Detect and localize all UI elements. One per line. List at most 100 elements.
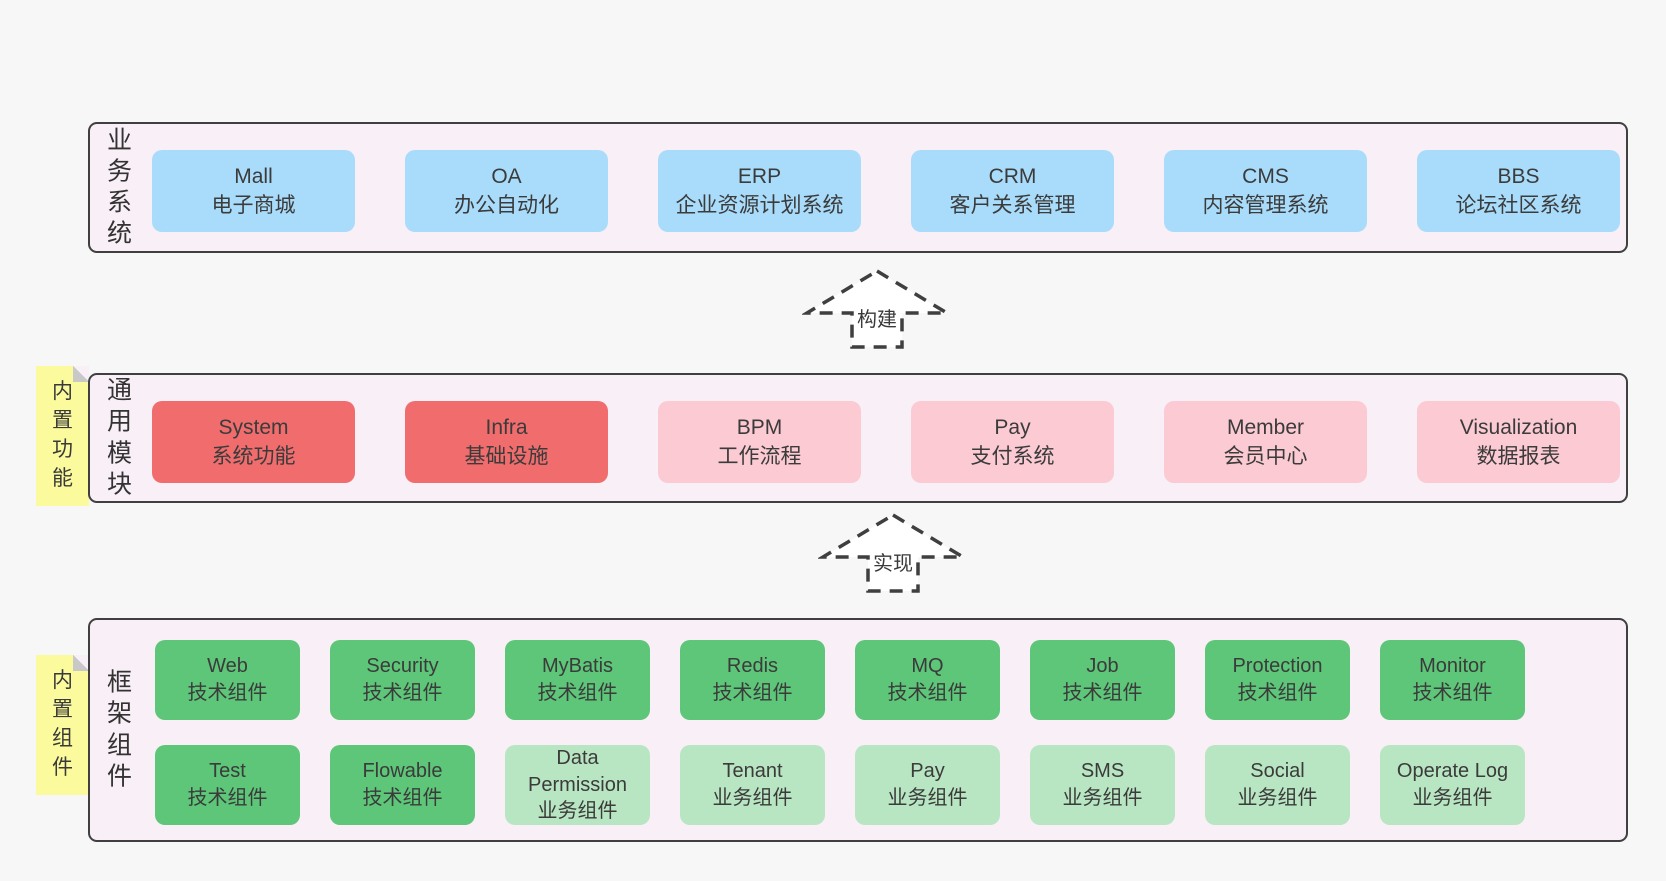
- system-box: BBS 论坛社区系统: [1417, 150, 1620, 232]
- box-title-en: Mall: [234, 164, 273, 188]
- component-box: Operate Log 业务组件: [1380, 745, 1525, 825]
- box-title-zh: 数据报表: [1476, 445, 1561, 468]
- band-framework-components: 框架组件 Web 技术组件 Security 技术组件 MyBatis 技术组件…: [88, 618, 1628, 842]
- box-title-zh: 工作流程: [717, 445, 802, 468]
- box-title-en: System: [218, 415, 289, 439]
- business-boxes: Mall 电子商城 OA 办公自动化 ERP 企业资源计划系统 CRM 客户关系…: [152, 150, 1620, 232]
- module-box: Visualization 数据报表: [1417, 401, 1620, 483]
- component-box: Web 技术组件: [155, 640, 300, 720]
- box-title-en: MyBatis: [541, 655, 614, 678]
- box-title-zh: 技术组件: [187, 787, 268, 809]
- box-title-zh: 技术组件: [537, 682, 618, 704]
- box-title-en: Job: [1086, 655, 1119, 678]
- band-label-framework: 框架组件: [106, 668, 132, 791]
- component-box: Data Permission 业务组件: [505, 745, 650, 825]
- system-box: ERP 企业资源计划系统: [658, 150, 861, 232]
- sticky-note-builtin-components: 内置组件: [36, 655, 89, 795]
- box-title-zh: 会员中心: [1223, 445, 1308, 468]
- box-title-en: Operate Log: [1396, 760, 1509, 783]
- box-title-zh: 支付系统: [970, 445, 1055, 468]
- box-title-en: SMS: [1080, 760, 1125, 783]
- folded-corner-icon: [73, 366, 89, 382]
- box-title-en: Data Permission: [528, 747, 627, 796]
- system-box: Mall 电子商城: [152, 150, 355, 232]
- component-box: Security 技术组件: [330, 640, 475, 720]
- box-title-en: Pay: [910, 760, 945, 783]
- box-title-zh: 业务组件: [1062, 787, 1143, 809]
- component-box: MyBatis 技术组件: [505, 640, 650, 720]
- box-title-zh: 论坛社区系统: [1455, 194, 1582, 217]
- sticky-note-label: 内置功能: [52, 380, 73, 490]
- box-title-en: Test: [209, 760, 246, 783]
- component-box: Protection 技术组件: [1205, 640, 1350, 720]
- box-title-en: Protection: [1232, 655, 1323, 678]
- component-box: Flowable 技术组件: [330, 745, 475, 825]
- module-box: Pay 支付系统: [911, 401, 1114, 483]
- system-box: OA 办公自动化: [405, 150, 608, 232]
- box-title-en: MQ: [911, 655, 944, 678]
- framework-rows: Web 技术组件 Security 技术组件 MyBatis 技术组件 Redi…: [155, 640, 1525, 825]
- box-title-zh: 业务组件: [537, 800, 618, 823]
- component-box: Tenant 业务组件: [680, 745, 825, 825]
- sticky-note-builtin-features: 内置功能: [36, 366, 89, 506]
- box-title-zh: 办公自动化: [454, 194, 559, 217]
- box-title-zh: 技术组件: [1412, 682, 1493, 704]
- box-title-en: OA: [491, 164, 522, 188]
- component-box: Social 业务组件: [1205, 745, 1350, 825]
- box-title-en: BBS: [1497, 164, 1540, 188]
- module-box: BPM 工作流程: [658, 401, 861, 483]
- box-title-zh: 业务组件: [1237, 787, 1318, 809]
- box-title-en: Pay: [994, 415, 1031, 439]
- arrow-label-implement: 实现: [870, 546, 916, 577]
- system-box: CRM 客户关系管理: [911, 150, 1114, 232]
- system-box: CMS 内容管理系统: [1164, 150, 1367, 232]
- component-box: Redis 技术组件: [680, 640, 825, 720]
- box-title-en: Social: [1250, 760, 1305, 783]
- component-box: Monitor 技术组件: [1380, 640, 1525, 720]
- folded-corner-icon: [73, 655, 89, 671]
- box-title-en: Security: [366, 655, 439, 678]
- framework-row-1: Web 技术组件 Security 技术组件 MyBatis 技术组件 Redi…: [155, 640, 1525, 720]
- box-title-zh: 技术组件: [712, 682, 793, 704]
- arrow-label-build: 构建: [854, 302, 900, 333]
- box-title-zh: 技术组件: [187, 682, 268, 704]
- box-title-zh: 内容管理系统: [1202, 194, 1329, 217]
- module-box: Member 会员中心: [1164, 401, 1367, 483]
- box-title-en: Monitor: [1419, 655, 1486, 678]
- band-label-business: 业务系统: [106, 126, 132, 248]
- framework-row-2: Test 技术组件 Flowable 技术组件 Data Permission …: [155, 745, 1525, 825]
- component-box: Test 技术组件: [155, 745, 300, 825]
- module-box: Infra 基础设施: [405, 401, 608, 483]
- box-title-zh: 技术组件: [1237, 682, 1318, 704]
- box-title-en: Redis: [726, 655, 779, 678]
- box-title-en: Visualization: [1459, 415, 1578, 439]
- box-title-zh: 技术组件: [887, 682, 968, 704]
- box-title-zh: 技术组件: [362, 682, 443, 704]
- box-title-en: BPM: [736, 415, 783, 439]
- component-box: Pay 业务组件: [855, 745, 1000, 825]
- box-title-en: CRM: [988, 164, 1037, 188]
- component-box: Job 技术组件: [1030, 640, 1175, 720]
- component-box: MQ 技术组件: [855, 640, 1000, 720]
- band-label-modules: 通用模块: [106, 376, 132, 499]
- box-title-zh: 客户关系管理: [949, 194, 1076, 217]
- module-box: System 系统功能: [152, 401, 355, 483]
- box-title-en: Web: [207, 655, 248, 678]
- box-title-en: ERP: [737, 164, 782, 188]
- box-title-en: Tenant: [722, 760, 783, 783]
- band-business-systems: 业务系统 Mall 电子商城 OA 办公自动化 ERP 企业资源计划系统 CRM…: [88, 122, 1628, 253]
- box-title-zh: 技术组件: [362, 787, 443, 809]
- box-title-zh: 企业资源计划系统: [675, 194, 844, 217]
- component-box: SMS 业务组件: [1030, 745, 1175, 825]
- dashed-up-arrow-implement: 实现: [818, 512, 968, 594]
- box-title-zh: 业务组件: [712, 787, 793, 809]
- box-title-zh: 电子商城: [211, 194, 296, 217]
- box-title-zh: 业务组件: [1412, 787, 1493, 809]
- band-common-modules: 通用模块 System 系统功能 Infra 基础设施 BPM 工作流程 Pay…: [88, 373, 1628, 503]
- box-title-en: Member: [1226, 415, 1305, 439]
- box-title-zh: 业务组件: [887, 787, 968, 809]
- box-title-zh: 技术组件: [1062, 682, 1143, 704]
- box-title-en: CMS: [1242, 164, 1289, 188]
- sticky-note-label: 内置组件: [52, 669, 73, 779]
